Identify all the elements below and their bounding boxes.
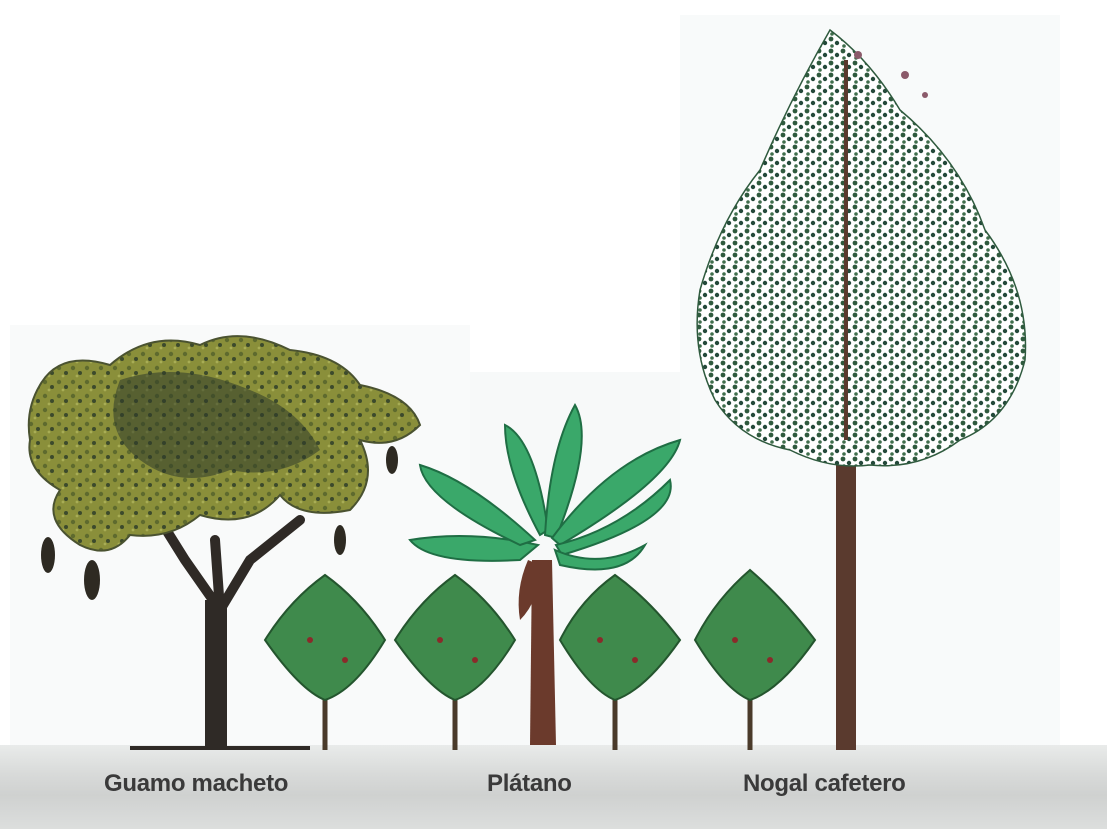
label-nogal-cafetero: Nogal cafetero [743,770,906,798]
plant-labels: Guamo macheto Plátano Nogal cafetero [0,770,1107,810]
coffee-plant-icon [695,570,815,750]
coffee-plant-icon [265,575,385,750]
label-guamo-macheto: Guamo macheto [104,770,288,798]
coffee-plant-icon [395,575,515,750]
coffee-plant-icon [560,575,680,750]
guamo-tree-icon [29,336,420,748]
label-platano: Plátano [487,770,572,798]
